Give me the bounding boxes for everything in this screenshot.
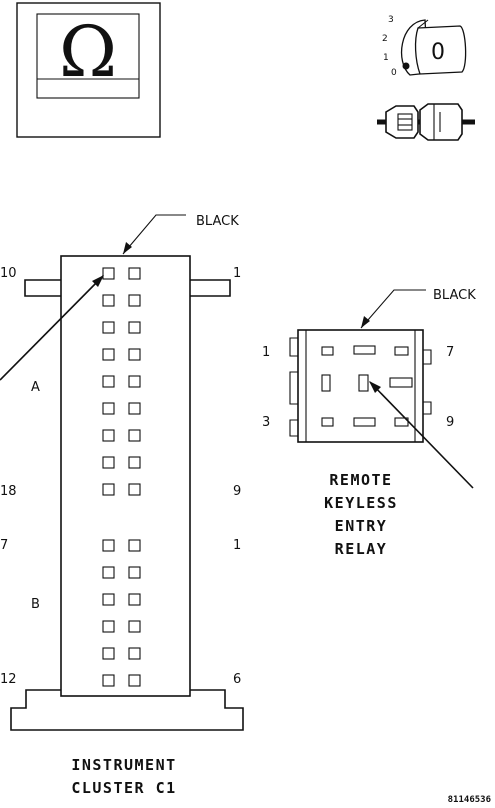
cluster-pin-cavity-a-8-1 <box>102 456 115 469</box>
cluster-pin-cavity-b-2-2 <box>128 566 141 579</box>
ignition-position-3: 3 <box>388 15 394 25</box>
cluster-pin-cavity-b-4-1 <box>102 620 115 633</box>
cluster-pin-cavity-a-8-2 <box>128 456 141 469</box>
cluster-pin-cavity-a-4-1 <box>102 348 115 361</box>
cluster-pin-cavity-b-6-1 <box>102 674 115 687</box>
cluster-pin-cavity-a-3-2 <box>128 321 141 334</box>
cluster-a-bottom-right-pin: 9 <box>233 484 241 499</box>
cluster-pin-cavity-b-5-1 <box>102 647 115 660</box>
cluster-pin-cavity-a-7-1 <box>102 429 115 442</box>
relay-name-line2: KEYLESS <box>324 494 398 512</box>
cluster-pin-cavity-b-4-2 <box>128 620 141 633</box>
ignition-switch-icon: 3 2 1 0 0 <box>382 15 467 78</box>
cluster-pin-cavity-a-6-1 <box>102 402 115 415</box>
cluster-pin-cavity-a-1-1 <box>102 267 115 280</box>
relay-pin-bottom-left: 3 <box>262 415 270 430</box>
cluster-name-line2: CLUSTER C1 <box>71 779 176 797</box>
relay-name-line4: RELAY <box>335 540 388 558</box>
cluster-pin-cavity-b-5-2 <box>128 647 141 660</box>
cluster-pin-cavity-a-6-2 <box>128 402 141 415</box>
cluster-a-top-left-pin: 10 <box>0 266 17 281</box>
cluster-pin-cavity-a-7-2 <box>128 429 141 442</box>
cluster-b-top-left-pin: 7 <box>0 538 8 553</box>
cluster-pin-cavity-b-1-2 <box>128 539 141 552</box>
cluster-pin-cavity-b-2-1 <box>102 566 115 579</box>
cluster-b-bottom-left-pin: 12 <box>0 672 17 687</box>
cluster-b-top-right-pin: 1 <box>233 538 241 553</box>
relay-name-line1: REMOTE <box>329 471 392 489</box>
ignition-position-0: 0 <box>391 68 397 78</box>
cluster-color-label: BLACK <box>196 214 239 229</box>
cluster-pin-cavity-a-3-1 <box>102 321 115 334</box>
cluster-pin-cavity-a-1-2 <box>128 267 141 280</box>
instrument-cluster-connector: BLACK 10 1 A 18 9 7 1 B 12 6 INSTRUMENT … <box>0 214 244 797</box>
relay-name-line3: ENTRY <box>335 517 388 535</box>
relay-color-label: BLACK <box>433 288 476 303</box>
relay-connector: BLACK 1 7 3 9 REMOTE KEYLESS ENTRY RELAY <box>262 288 476 558</box>
cluster-pin-cavity-a-9-2 <box>128 483 141 496</box>
cluster-pin-cavity-a-5-2 <box>128 375 141 388</box>
cluster-pin-cavity-a-9-1 <box>102 483 115 496</box>
cluster-a-top-right-pin: 1 <box>233 266 241 281</box>
cluster-pin-cavity-a-4-2 <box>128 348 141 361</box>
cluster-a-bottom-left-pin: 18 <box>0 484 17 499</box>
ignition-position-1: 1 <box>383 53 389 63</box>
cluster-pin-cavity-a-5-1 <box>102 375 115 388</box>
cluster-pin-cavity-b-6-2 <box>128 674 141 687</box>
cluster-section-a-label: A <box>31 380 40 395</box>
omega-icon-panel: Ω <box>16 2 161 138</box>
cluster-pin-cavity-b-3-2 <box>128 593 141 606</box>
cluster-section-b-label: B <box>31 597 40 612</box>
cluster-b-bottom-right-pin: 6 <box>233 672 241 687</box>
cluster-name-line1: INSTRUMENT <box>71 756 176 774</box>
relay-pin-top-right: 7 <box>446 345 454 360</box>
part-number: 81146536 <box>448 795 491 805</box>
cluster-pin-cavity-b-3-1 <box>102 593 115 606</box>
cluster-pin-cavity-a-2-2 <box>128 294 141 307</box>
ignition-position-2: 2 <box>382 34 388 44</box>
connector-pair-icon <box>377 103 475 141</box>
ignition-key-glyph: 0 <box>431 40 445 65</box>
relay-pin-top-left: 1 <box>262 345 270 360</box>
relay-pin-bottom-right: 9 <box>446 415 454 430</box>
cluster-pin-cavity-a-2-1 <box>102 294 115 307</box>
cluster-pin-cavities <box>102 267 141 687</box>
omega-symbol-icon: Ω <box>59 11 117 93</box>
cluster-pin-cavity-b-1-1 <box>102 539 115 552</box>
